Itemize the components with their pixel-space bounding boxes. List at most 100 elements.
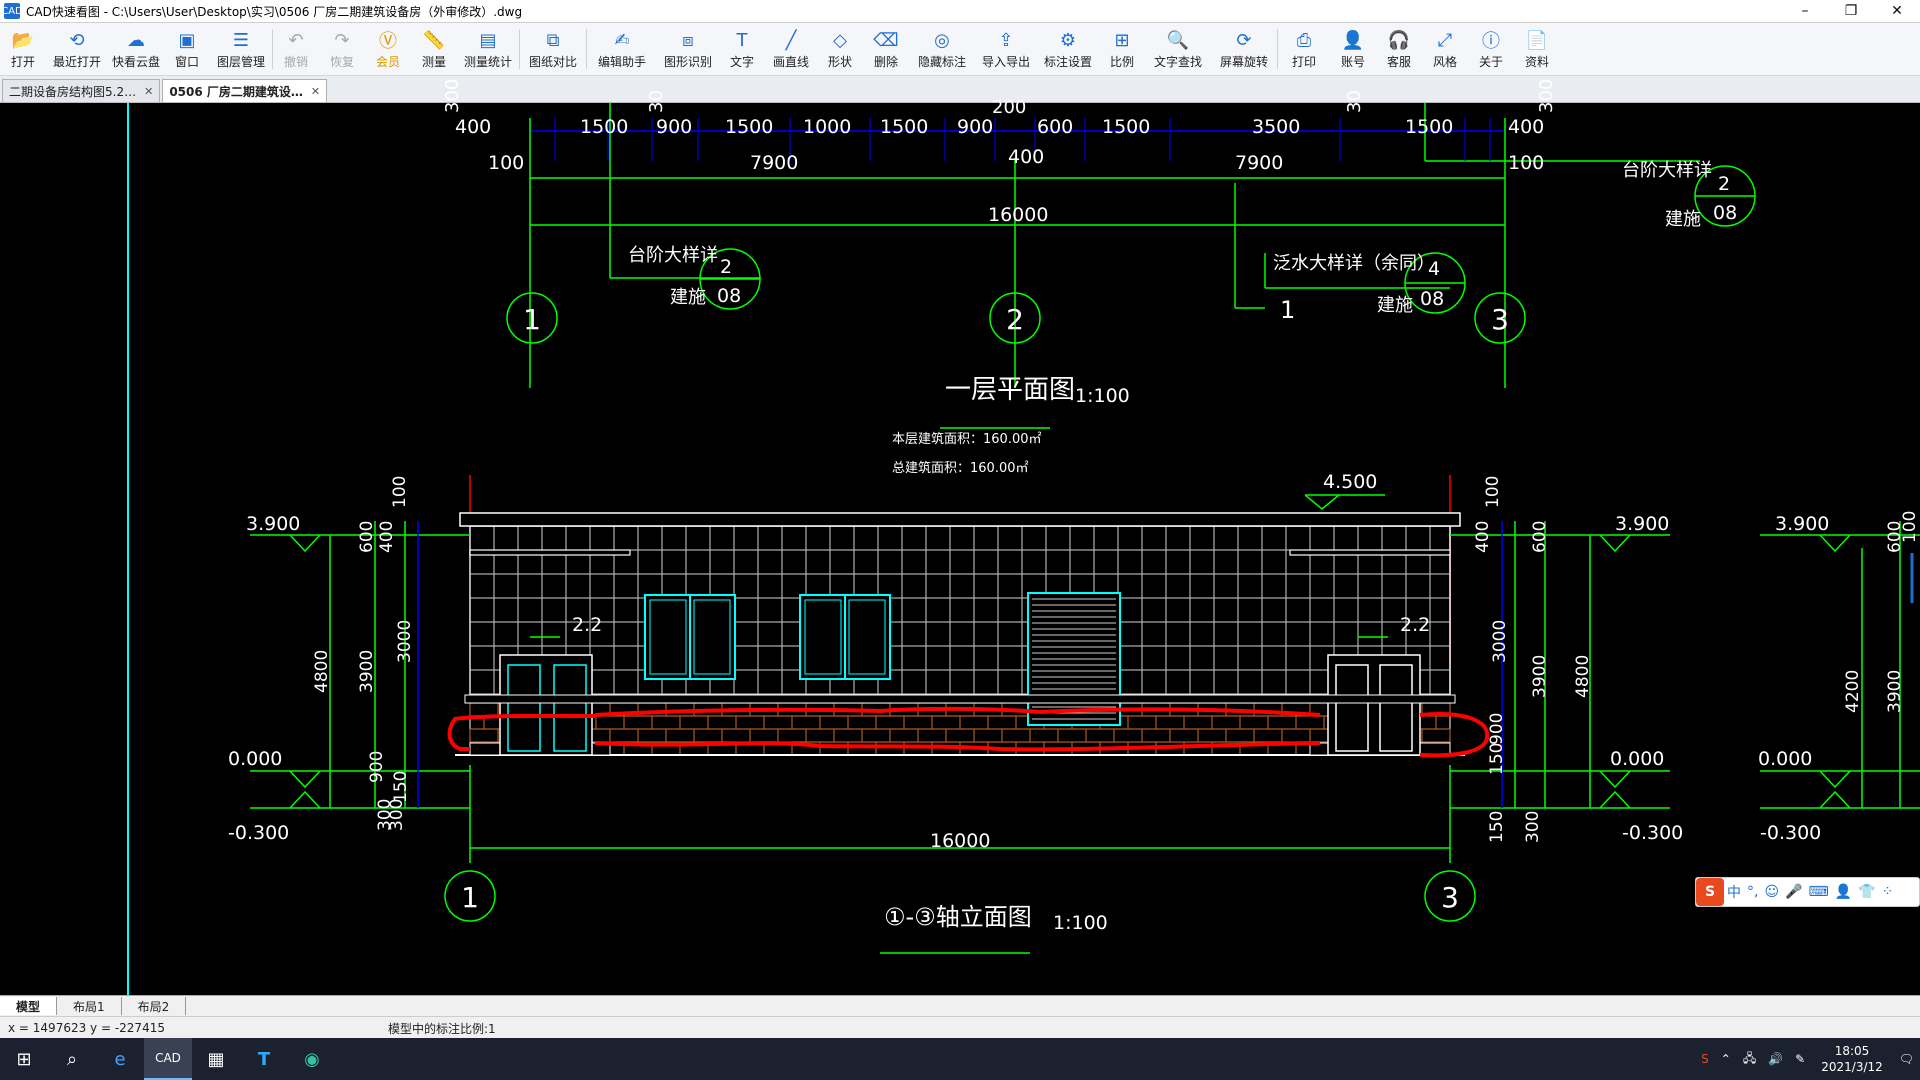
- ime-item-4[interactable]: ⌨: [1808, 884, 1829, 900]
- pen-icon[interactable]: ✎: [1795, 1052, 1806, 1066]
- toolbar-button-annotation-settings[interactable]: ⚙标注设置: [1037, 23, 1099, 75]
- toolbar-button-hide-annotation[interactable]: ◎隐藏标注: [909, 23, 975, 75]
- top-dim-1500-b: 1500: [725, 116, 773, 138]
- toolbar-button-redo[interactable]: ↷恢复: [319, 23, 365, 75]
- internet-explorer-icon[interactable]: e: [114, 1048, 126, 1070]
- document-tab-0[interactable]: 二期设备房结构图5.2… ✕: [2, 79, 161, 102]
- top-small-200: 200: [992, 97, 1026, 118]
- level-3900-far: 3.900: [1775, 513, 1829, 535]
- toolbar-button-compare[interactable]: ⧉图纸对比: [520, 23, 586, 75]
- toolbar-button-undo[interactable]: ↶撤销: [273, 23, 319, 75]
- chevron-up-icon[interactable]: ⌃: [1720, 1052, 1731, 1066]
- sogou-tray-icon[interactable]: S: [1701, 1052, 1709, 1066]
- toolbar-button-text-search[interactable]: 🔍 文字查找: [1145, 23, 1211, 75]
- document-tab-1[interactable]: 0506 厂房二期建筑设… ✕: [162, 79, 328, 102]
- toolbar-button-eraser[interactable]: ⌫删除: [863, 23, 909, 75]
- calculator-icon[interactable]: ▦: [207, 1048, 225, 1070]
- elev-dim-right-600: 600: [1530, 521, 1550, 553]
- ime-item-1[interactable]: °,: [1747, 884, 1759, 900]
- text-search-icon: 🔍: [1166, 29, 1190, 51]
- level-n0300-right: -0.300: [1622, 822, 1683, 844]
- top-small-30-right: 30: [1344, 90, 1365, 113]
- toolbar-label: 文字查找: [1153, 55, 1202, 69]
- windows-start-icon[interactable]: ⊞: [16, 1048, 32, 1070]
- close-tab-icon[interactable]: ✕: [144, 84, 154, 98]
- toolbar-label: 形状: [827, 55, 852, 69]
- detail-left-text: 台阶大样详: [628, 245, 718, 266]
- close-tab-icon[interactable]: ✕: [310, 84, 321, 98]
- layout-tab-2[interactable]: 布局2: [122, 997, 187, 1015]
- toolbar-button-ruler[interactable]: 📏测量: [411, 23, 457, 75]
- plan-title: 一层平面图: [945, 375, 1075, 405]
- document-tab-label: 二期设备房结构图5.2…: [9, 84, 137, 99]
- toolbar-button-edit-assistant[interactable]: ✍编辑助手: [587, 23, 657, 75]
- red-markup-loop: [447, 706, 1490, 758]
- elev-dim-far-100: 100: [1900, 511, 1920, 543]
- notification-icon[interactable]: 🗨: [1898, 1052, 1914, 1066]
- ime-item-3[interactable]: 🎤: [1785, 884, 1803, 900]
- clock[interactable]: 18:05 2021/3/12: [1821, 1043, 1883, 1075]
- level-2-2-right: 2.2: [1400, 614, 1430, 636]
- ime-item-6[interactable]: 👕: [1858, 884, 1876, 900]
- elev-dim-right-3000: 3000: [1490, 620, 1510, 663]
- ime-item-7[interactable]: ⁘: [1881, 884, 1894, 900]
- level-4500: 4.500: [1323, 471, 1377, 493]
- toolbar-button-printer[interactable]: ⎙打印: [1278, 23, 1330, 75]
- toolbar-label: 标注设置: [1043, 55, 1092, 69]
- toolbar-button-measure-stats[interactable]: ▤测量统计: [457, 23, 519, 75]
- close-icon[interactable]: ✕: [1891, 3, 1903, 19]
- vip-icon: Ⓥ: [379, 31, 397, 52]
- ime-toolbar[interactable]: S 中 °, ☺ 🎤 ⌨ 👤 👕 ⁘: [1695, 877, 1920, 907]
- ime-item-2[interactable]: ☺: [1764, 884, 1780, 900]
- toolbar-button-window[interactable]: ▣窗口: [164, 23, 210, 75]
- layout-tab-0[interactable]: 模型: [0, 997, 58, 1015]
- volume-icon[interactable]: 🔊: [1768, 1052, 1784, 1066]
- toolbar-button-user[interactable]: 👤账号: [1330, 23, 1376, 75]
- toolbar-button-layers[interactable]: ☰图层管理: [210, 23, 272, 75]
- toolbar-button-rotate-screen[interactable]: ⟳屏幕旋转: [1211, 23, 1277, 75]
- document-tab-label: 0506 厂房二期建筑设…: [169, 84, 303, 99]
- detail-mid-sheet: 08: [1420, 288, 1444, 310]
- sogou-logo-icon[interactable]: S: [1696, 878, 1724, 906]
- search-icon[interactable]: ⌕: [66, 1048, 78, 1070]
- cad-viewer-taskbar-icon[interactable]: CAD: [144, 1038, 192, 1080]
- toolbar-button-scale[interactable]: ⊞比例: [1099, 23, 1145, 75]
- top-dim-900-b: 900: [957, 116, 993, 138]
- minimize-icon[interactable]: –: [1801, 3, 1809, 19]
- undo-icon: ↶: [288, 29, 304, 51]
- cad-drawing[interactable]: 400 1500 900 1500 1000 1500 900 600 1500…: [0, 79, 1920, 995]
- network-icon[interactable]: 🖧: [1742, 1050, 1757, 1065]
- toolbar-button-shape[interactable]: ◇形状: [817, 23, 863, 75]
- toolbar-button-style[interactable]: ⤢风格: [1422, 23, 1468, 75]
- ime-item-5[interactable]: 👤: [1834, 884, 1853, 900]
- toolbar-label: 编辑助手: [597, 55, 646, 69]
- top-dim-600: 600: [1037, 116, 1073, 138]
- clock-date: 2021/3/12: [1821, 1060, 1883, 1074]
- layout-tab-1[interactable]: 布局1: [57, 997, 122, 1015]
- restore-icon[interactable]: ❐: [1844, 3, 1858, 19]
- toolbar-button-document[interactable]: 📄资料: [1514, 23, 1560, 75]
- toolbar-button-headset[interactable]: 🎧客服: [1376, 23, 1422, 75]
- ruler-icon: 📏: [422, 29, 446, 51]
- level-n0300-left: -0.300: [228, 822, 289, 844]
- toolbar-button-line[interactable]: ╱画直线: [765, 23, 817, 75]
- detail-mid-sub: 建施: [1377, 295, 1413, 316]
- toolbar-button-folder-open[interactable]: 📂打开: [0, 23, 46, 75]
- toolbar-button-shape-recognize[interactable]: ⧈图形识别: [657, 23, 719, 75]
- toolbar-separator: [1277, 29, 1278, 69]
- top-dim-1500-d: 1500: [1102, 116, 1150, 138]
- toolbar-button-history[interactable]: ⟲最近打开: [46, 23, 108, 75]
- title-bar: CAD CAD快速看图 - C:\Users\User\Desktop\实习\0…: [0, 0, 1920, 23]
- ime-item-0[interactable]: 中: [1727, 885, 1741, 901]
- t-app-icon[interactable]: T: [257, 1048, 271, 1070]
- elev-dim-right-400: 400: [1473, 521, 1493, 553]
- toolbar-button-import-export[interactable]: ⇪导入导出: [975, 23, 1037, 75]
- area-floor: 本层建筑面积：160.00㎡: [892, 431, 1042, 447]
- edge-browser-icon[interactable]: ◉: [304, 1048, 320, 1070]
- detail-right-sub: 建施: [1665, 209, 1701, 230]
- toolbar-button-cloud[interactable]: ☁快看云盘: [108, 23, 164, 75]
- drawing-canvas[interactable]: 400 1500 900 1500 1000 1500 900 600 1500…: [0, 79, 1920, 995]
